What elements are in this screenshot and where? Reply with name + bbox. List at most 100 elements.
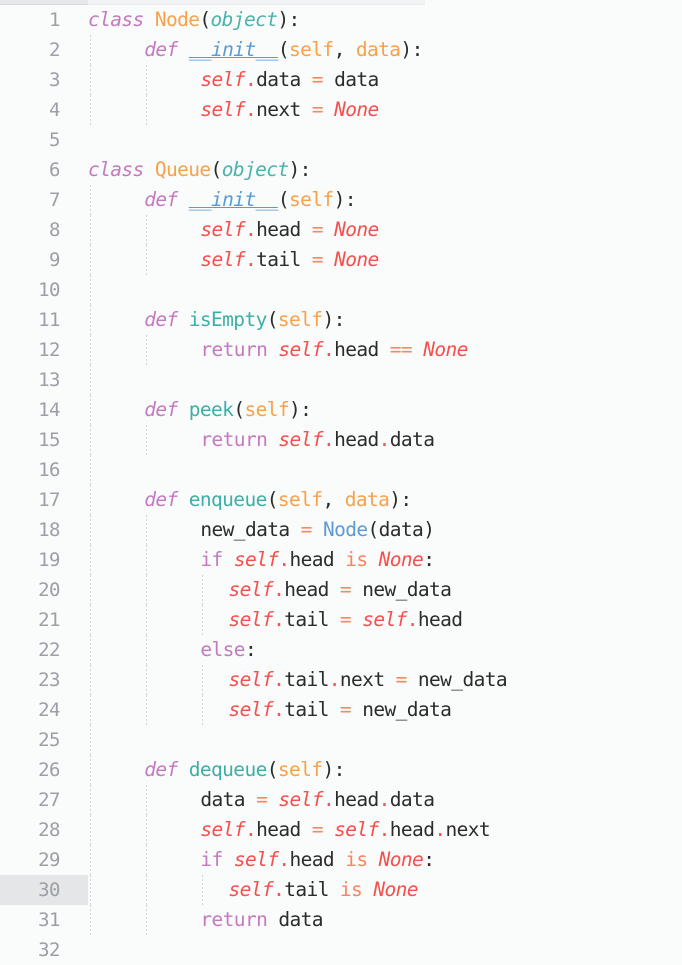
code-token: return: [200, 428, 268, 451]
line-number[interactable]: 23: [38, 669, 60, 691]
code-line-text[interactable]: def enqueue(self, data):: [144, 485, 412, 515]
line-number[interactable]: 31: [38, 909, 60, 931]
line-number[interactable]: 1: [49, 9, 60, 31]
code-editor[interactable]: 1 class Node(object): 2 def __init__(self, …: [0, 5, 682, 962]
code-line[interactable]: 4 self.next = None: [0, 95, 682, 125]
code-line[interactable]: 29 if self.head is None:: [0, 845, 682, 875]
code-line-text[interactable]: return data: [200, 905, 323, 935]
code-line[interactable]: 2 def __init__(self, data):: [0, 35, 682, 65]
code-line[interactable]: 7 def __init__(self):: [0, 185, 682, 215]
line-number[interactable]: 6: [49, 159, 60, 181]
code-line-text[interactable]: self.next = None: [200, 95, 379, 125]
indent-guide: [90, 905, 91, 935]
line-number[interactable]: 12: [38, 339, 60, 361]
code-line[interactable]: 28 self.head = self.head.next: [0, 815, 682, 845]
line-number[interactable]: 2: [49, 39, 60, 61]
line-number[interactable]: 32: [38, 939, 60, 961]
code-line[interactable]: 31 return data: [0, 905, 682, 935]
code-token: (: [210, 158, 223, 181]
code-line[interactable]: 22 else:: [0, 635, 682, 665]
code-line[interactable]: 13: [0, 365, 682, 395]
line-number[interactable]: 29: [38, 849, 60, 871]
code-line-text[interactable]: def __init__(self, data):: [144, 35, 423, 65]
line-number[interactable]: 21: [38, 609, 60, 631]
code-line[interactable]: 25: [0, 725, 682, 755]
code-line[interactable]: 5: [0, 125, 682, 155]
line-number[interactable]: 26: [38, 759, 60, 781]
code-line-text[interactable]: self.tail = self.head: [229, 605, 464, 635]
code-line[interactable]: 27 data = self.head.data: [0, 785, 682, 815]
line-number[interactable]: 7: [49, 189, 60, 211]
line-number[interactable]: 25: [38, 729, 60, 751]
code-line-text[interactable]: if self.head is None:: [200, 545, 435, 575]
code-line[interactable]: 16: [0, 455, 682, 485]
indent-guide: [146, 635, 148, 665]
code-line-text[interactable]: return self.head.data: [200, 425, 435, 455]
code-line-text[interactable]: self.head = None: [200, 215, 379, 245]
code-line[interactable]: 18 new_data = Node(data): [0, 515, 682, 545]
code-line-text[interactable]: new_data = Node(data): [200, 515, 435, 545]
code-line-text[interactable]: self.head = new_data: [229, 575, 452, 605]
code-line[interactable]: 15 return self.head.data: [0, 425, 682, 455]
code-line[interactable]: 8 self.head = None: [0, 215, 682, 245]
code-line[interactable]: 20 self.head = new_data: [0, 575, 682, 605]
code-line-text[interactable]: self.tail.next = new_data: [229, 665, 508, 695]
code-line[interactable]: 21 self.tail = self.head: [0, 605, 682, 635]
code-line-text[interactable]: self.tail is None: [229, 875, 419, 905]
line-number[interactable]: 28: [38, 819, 60, 841]
line-number[interactable]: 19: [38, 549, 60, 571]
code-line[interactable]: 12 return self.head == None: [0, 335, 682, 365]
code-line-text[interactable]: class Queue(object):: [88, 155, 311, 185]
line-number[interactable]: 30: [0, 875, 88, 905]
line-number[interactable]: 11: [38, 309, 60, 331]
code-line-text[interactable]: def dequeue(self):: [144, 755, 345, 785]
code-line[interactable]: 30 self.tail is None: [0, 875, 682, 905]
code-line[interactable]: 9 self.tail = None: [0, 245, 682, 275]
scrollbar-track[interactable]: [88, 0, 425, 5]
horizontal-scrollbar[interactable]: [0, 0, 682, 5]
line-number[interactable]: 14: [38, 399, 60, 421]
line-number[interactable]: 27: [38, 789, 60, 811]
code-line[interactable]: 1 class Node(object):: [0, 5, 682, 35]
code-line[interactable]: 32: [0, 935, 682, 965]
line-number[interactable]: 9: [49, 249, 60, 271]
code-line[interactable]: 6 class Queue(object):: [0, 155, 682, 185]
code-line-text[interactable]: self.data = data: [200, 65, 379, 95]
code-line[interactable]: 19 if self.head is None:: [0, 545, 682, 575]
code-line-text[interactable]: def peek(self):: [144, 395, 312, 425]
code-line-text[interactable]: self.tail = None: [200, 245, 379, 275]
code-line[interactable]: 23 self.tail.next = new_data: [0, 665, 682, 695]
code-line-text[interactable]: def isEmpty(self):: [144, 305, 345, 335]
line-number[interactable]: 10: [38, 279, 60, 301]
code-line[interactable]: 24 self.tail = new_data: [0, 695, 682, 725]
code-token: Node: [154, 8, 200, 31]
code-line-text[interactable]: else:: [200, 635, 256, 665]
line-number[interactable]: 16: [38, 459, 60, 481]
code-line-text[interactable]: data = self.head.data: [200, 785, 435, 815]
code-line[interactable]: 26 def dequeue(self):: [0, 755, 682, 785]
code-line[interactable]: 3 self.data = data: [0, 65, 682, 95]
line-number[interactable]: 5: [49, 129, 60, 151]
line-number[interactable]: 24: [38, 699, 60, 721]
line-number[interactable]: 13: [38, 369, 60, 391]
line-number[interactable]: 8: [49, 219, 60, 241]
line-number[interactable]: 20: [38, 579, 60, 601]
code-line[interactable]: 14 def peek(self):: [0, 395, 682, 425]
line-number[interactable]: 4: [49, 99, 60, 121]
code-line[interactable]: 10: [0, 275, 682, 305]
code-line-text[interactable]: if self.head is None:: [200, 845, 435, 875]
line-number[interactable]: 17: [38, 489, 60, 511]
line-number[interactable]: 3: [49, 69, 60, 91]
line-number[interactable]: 22: [38, 639, 60, 661]
scrollbar-thumb[interactable]: [0, 0, 88, 5]
line-number[interactable]: 18: [38, 519, 60, 541]
code-line[interactable]: 11 def isEmpty(self):: [0, 305, 682, 335]
code-line-text[interactable]: return self.head == None: [200, 335, 468, 365]
code-line-text[interactable]: self.tail = new_data: [229, 695, 452, 725]
code-line-text[interactable]: class Node(object):: [88, 5, 300, 35]
code-line-text[interactable]: self.head = self.head.next: [200, 815, 490, 845]
code-line-text[interactable]: def __init__(self):: [144, 185, 356, 215]
code-token: :: [344, 188, 357, 211]
line-number[interactable]: 15: [38, 429, 60, 451]
code-line[interactable]: 17 def enqueue(self, data):: [0, 485, 682, 515]
